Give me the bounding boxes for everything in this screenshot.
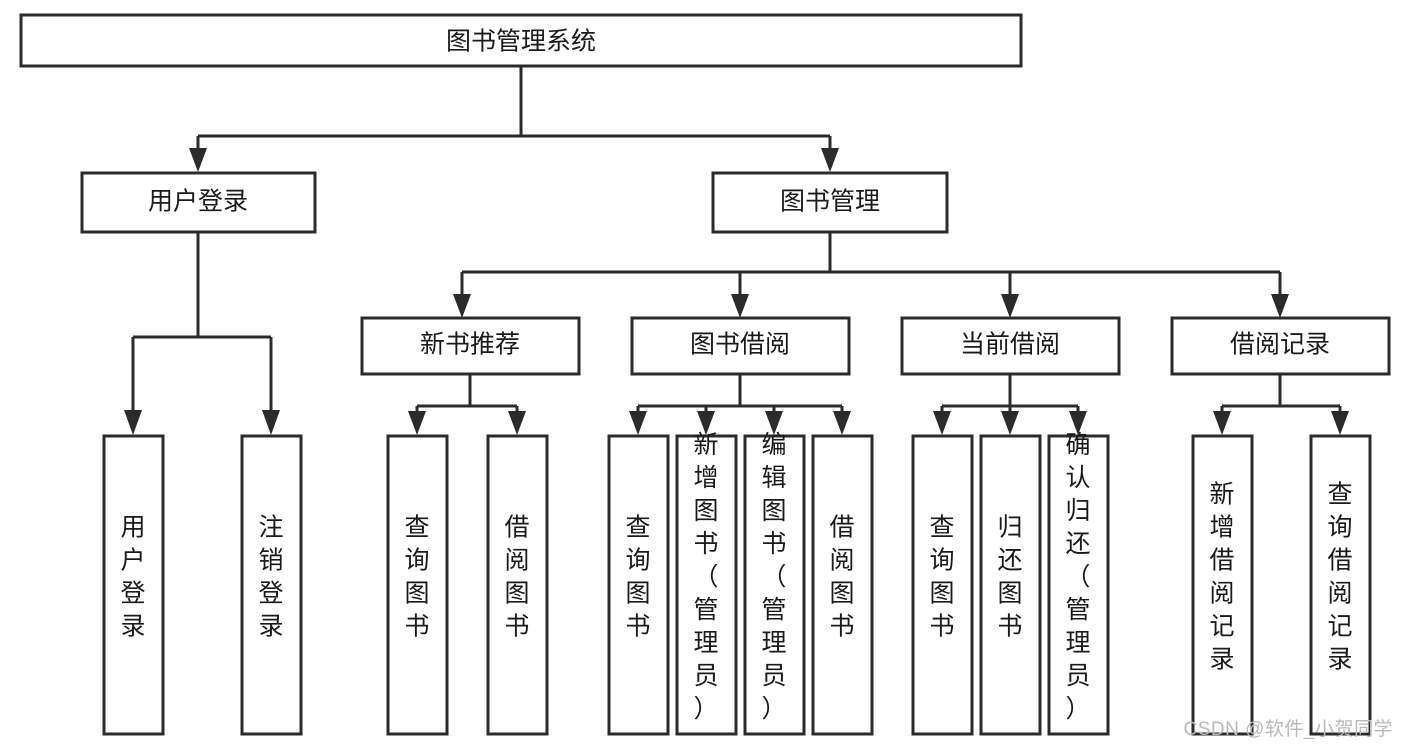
leaf-current-borrow-1-box[interactable] xyxy=(911,434,974,736)
leaf-borrow-record-2-label: 查询借阅记录 xyxy=(1327,481,1352,674)
leaf-user-login-1-box[interactable] xyxy=(102,434,165,736)
node-book-management-box[interactable] xyxy=(711,171,949,234)
arrowhead-currentborrow-leaf-2 xyxy=(1001,411,1019,435)
arrowhead-currentborrow-leaf-3 xyxy=(1069,411,1087,435)
node-new-book-recommend[interactable]: 新书推荐 xyxy=(360,316,581,376)
arrowhead-borrowrecord-leaf-2 xyxy=(1331,411,1349,435)
leaf-new-book-1-box[interactable] xyxy=(386,434,449,736)
leaf-book-borrow-1[interactable]: 查询图书 xyxy=(607,434,670,736)
leaf-book-borrow-4-label: 借阅图书 xyxy=(829,514,854,641)
arrowhead-bookborrow-leaf-2 xyxy=(697,411,715,435)
leaf-user-login-2-label: 注销登录 xyxy=(258,514,283,641)
arrowhead-borrowrecord-leaf-1 xyxy=(1213,411,1231,435)
leaf-current-borrow-1-label: 查询图书 xyxy=(929,514,954,641)
leaf-new-book-2-label: 借阅图书 xyxy=(504,514,529,641)
connector-layer xyxy=(124,66,1349,435)
arrowhead-book-borrow xyxy=(731,294,749,318)
node-new-book-recommend-label: 新书推荐 xyxy=(420,331,520,359)
leaf-borrow-record-1-label: 新增借阅记录 xyxy=(1209,481,1234,674)
leaf-book-borrow-1-box[interactable] xyxy=(607,434,670,736)
node-user-login-box[interactable] xyxy=(80,171,317,234)
leaf-book-borrow-3[interactable]: 编辑图书（管理员） xyxy=(743,431,806,736)
arrowhead-user-login-leaf-2 xyxy=(262,410,280,435)
node-user-login[interactable]: 用户登录 xyxy=(80,171,317,234)
leaf-borrow-record-1[interactable]: 新增借阅记录 xyxy=(1191,434,1254,736)
leaf-new-book-1[interactable]: 查询图书 xyxy=(386,434,449,736)
leaf-book-borrow-1-label: 查询图书 xyxy=(625,514,650,641)
leaf-current-borrow-2[interactable]: 归还图书 xyxy=(979,434,1042,736)
node-current-borrow-label: 当前借阅 xyxy=(960,331,1060,359)
arrowhead-user-login xyxy=(189,148,207,172)
node-root-box[interactable] xyxy=(19,13,1023,68)
arrowhead-user-login-leaf-1 xyxy=(124,410,142,435)
node-book-borrow[interactable]: 图书借阅 xyxy=(630,316,851,376)
node-borrow-record-label: 借阅记录 xyxy=(1230,331,1330,359)
leaf-user-login-2[interactable]: 注销登录 xyxy=(240,434,303,736)
leaf-book-borrow-4-box[interactable] xyxy=(811,434,874,736)
node-user-login-label: 用户登录 xyxy=(148,188,248,216)
leaf-user-login-1-label: 用户登录 xyxy=(120,514,145,641)
leaf-borrow-record-2[interactable]: 查询借阅记录 xyxy=(1309,434,1372,736)
node-current-borrow[interactable]: 当前借阅 xyxy=(900,316,1121,376)
leaf-book-borrow-3-label: 编辑图书（管理员） xyxy=(761,431,786,723)
node-borrow-record[interactable]: 借阅记录 xyxy=(1170,316,1391,376)
leaf-book-borrow-2[interactable]: 新增图书（管理员） xyxy=(675,431,738,736)
leaf-user-login-1[interactable]: 用户登录 xyxy=(102,434,165,736)
leaf-book-borrow-2-box[interactable] xyxy=(675,434,738,736)
leaf-current-borrow-2-label: 归还图书 xyxy=(997,514,1022,641)
leaf-book-borrow-3-box[interactable] xyxy=(743,434,806,736)
node-book-management-label: 图书管理 xyxy=(780,188,880,216)
leaf-user-login-2-box[interactable] xyxy=(240,434,303,736)
leaf-borrow-record-1-box[interactable] xyxy=(1191,434,1254,736)
leaf-current-borrow-3-label: 确认归还（管理员） xyxy=(1065,431,1090,723)
leaf-book-borrow-2-label: 新增图书（管理员） xyxy=(693,431,718,723)
arrowhead-borrow-record xyxy=(1271,294,1289,318)
arrowhead-bookborrow-leaf-4 xyxy=(833,411,851,435)
node-book-borrow-label: 图书借阅 xyxy=(690,331,790,359)
leaf-current-borrow-3-box[interactable] xyxy=(1047,434,1110,736)
node-current-borrow-box[interactable] xyxy=(900,316,1121,376)
leaf-current-borrow-1[interactable]: 查询图书 xyxy=(911,434,974,736)
arrowhead-new-book-recommend xyxy=(453,294,471,318)
node-root[interactable]: 图书管理系统 xyxy=(19,13,1023,68)
node-book-management[interactable]: 图书管理 xyxy=(711,171,949,234)
leaf-new-book-1-label: 查询图书 xyxy=(404,514,429,641)
arrowhead-current-borrow xyxy=(1001,294,1019,318)
leaf-borrow-record-2-box[interactable] xyxy=(1309,434,1372,736)
arrowhead-book-mgmt xyxy=(821,148,839,172)
arrowhead-newbook-leaf-1 xyxy=(408,411,426,435)
arrowhead-bookborrow-leaf-3 xyxy=(765,411,783,435)
node-book-borrow-box[interactable] xyxy=(630,316,851,376)
leaf-new-book-2-box[interactable] xyxy=(486,434,549,736)
node-root-label: 图书管理系统 xyxy=(446,28,596,56)
node-borrow-record-box[interactable] xyxy=(1170,316,1391,376)
leaf-current-borrow-2-box[interactable] xyxy=(979,434,1042,736)
leaf-new-book-2[interactable]: 借阅图书 xyxy=(486,434,549,736)
leaf-book-borrow-4[interactable]: 借阅图书 xyxy=(811,434,874,736)
arrowhead-newbook-leaf-2 xyxy=(508,411,526,435)
leaf-current-borrow-3[interactable]: 确认归还（管理员） xyxy=(1047,431,1110,736)
node-new-book-recommend-box[interactable] xyxy=(360,316,581,376)
arrowhead-currentborrow-leaf-1 xyxy=(933,411,951,435)
arrowhead-bookborrow-leaf-1 xyxy=(629,411,647,435)
